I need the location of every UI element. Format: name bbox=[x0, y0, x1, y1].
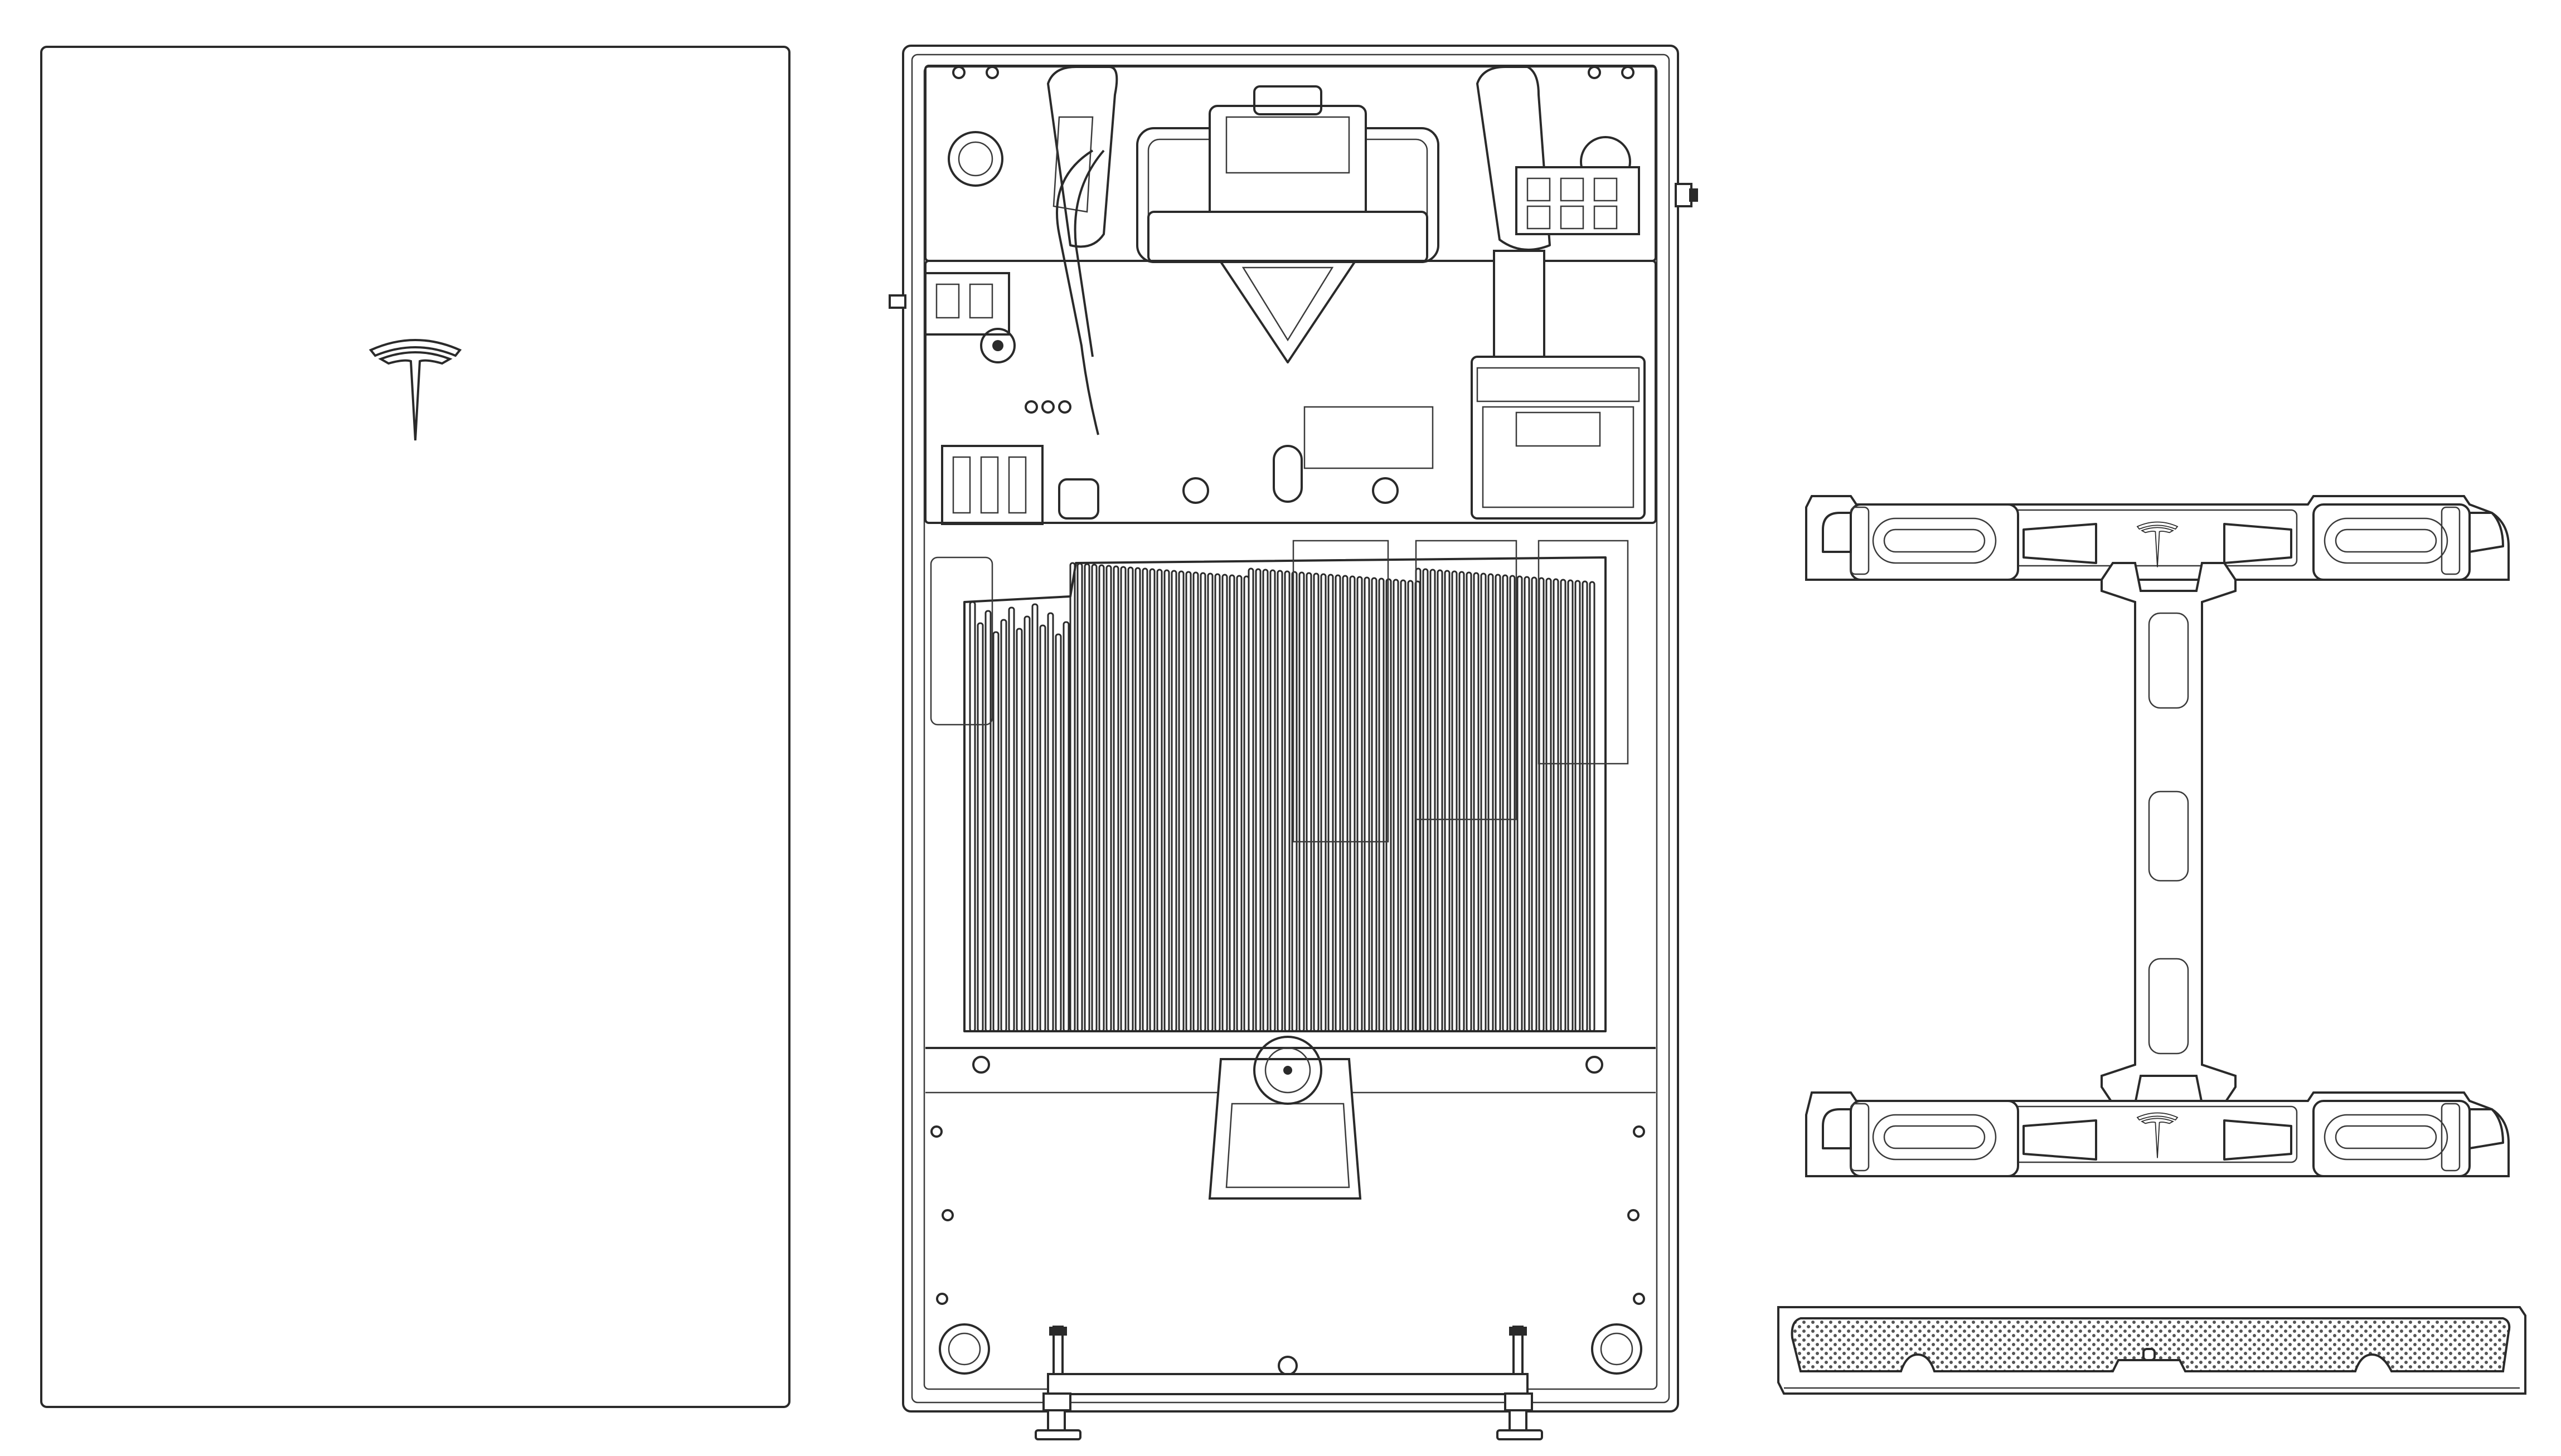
heat-sink-fin bbox=[1582, 580, 1588, 1032]
heat-sink-fin bbox=[1024, 615, 1031, 1032]
internal-assembly-view bbox=[889, 45, 1698, 1440]
heat-sink-fins bbox=[963, 556, 1607, 1032]
heat-sink-fin bbox=[1502, 574, 1509, 1032]
heat-sink-fin bbox=[1451, 570, 1458, 1032]
heat-sink-fin bbox=[1407, 580, 1414, 1032]
vent-mesh bbox=[1791, 1317, 2511, 1372]
heat-sink-fin bbox=[1000, 619, 1007, 1032]
heat-sink-fin bbox=[1163, 569, 1170, 1032]
heat-sink-fin bbox=[992, 631, 1000, 1032]
heat-sink-fin bbox=[1487, 573, 1494, 1032]
heat-sink-fin bbox=[1214, 573, 1221, 1032]
heat-sink-fin bbox=[1560, 579, 1566, 1032]
bottom-cable-gland-housing bbox=[1208, 1058, 1362, 1200]
heat-sink-fin bbox=[1200, 572, 1206, 1032]
bottom-cable-gland bbox=[1253, 1036, 1322, 1105]
heat-sink-fin bbox=[1495, 574, 1501, 1032]
heat-sink-outline bbox=[963, 556, 1607, 1032]
heat-sink-fin bbox=[1076, 562, 1083, 1032]
heat-sink-fin bbox=[1277, 570, 1283, 1032]
heat-sink-fin bbox=[1047, 612, 1054, 1032]
heat-sink-fin bbox=[969, 601, 976, 1032]
heat-sink-fin bbox=[1531, 576, 1537, 1032]
heat-sink-fin bbox=[1378, 577, 1385, 1032]
heat-sink-fin bbox=[1349, 575, 1356, 1032]
heat-sink-fin bbox=[1327, 574, 1334, 1032]
heat-sink-fin bbox=[1248, 567, 1254, 1032]
heat-sink-fin bbox=[1069, 562, 1076, 1032]
heat-sink-fin bbox=[1393, 579, 1399, 1032]
heat-sink-fin bbox=[1437, 569, 1443, 1032]
front-cover-panel bbox=[40, 46, 790, 1408]
heat-sink-fin bbox=[1221, 574, 1228, 1032]
heat-sink-fin bbox=[1008, 606, 1015, 1032]
heat-sink-fin bbox=[1084, 563, 1090, 1032]
heat-sink-fin bbox=[1098, 564, 1105, 1032]
heat-sink-fin bbox=[984, 610, 992, 1032]
heat-sink-fin bbox=[1458, 571, 1465, 1032]
heat-sink-fin bbox=[1120, 566, 1127, 1032]
heat-sink-fin bbox=[1466, 571, 1472, 1032]
heat-sink-fin bbox=[1516, 575, 1523, 1032]
heat-sink-fin bbox=[1207, 572, 1214, 1032]
heat-sink-fin bbox=[1538, 577, 1545, 1032]
front-cover-view bbox=[40, 46, 790, 1408]
heat-sink-fin bbox=[1063, 621, 1070, 1032]
heat-sink-fin bbox=[1039, 624, 1046, 1032]
heat-sink-fin bbox=[1553, 578, 1559, 1032]
heat-sink-fin bbox=[1236, 575, 1243, 1032]
heat-sink-fin bbox=[1589, 581, 1595, 1032]
mounting-bracket-view bbox=[1805, 495, 2510, 1177]
heat-sink-fin bbox=[1016, 628, 1023, 1032]
heat-sink-fin bbox=[1298, 571, 1305, 1032]
chassis-outer bbox=[902, 45, 1679, 1413]
heat-sink-fin bbox=[1313, 572, 1320, 1032]
heat-sink-fin bbox=[1480, 572, 1487, 1032]
heat-sink-fin bbox=[1142, 567, 1148, 1032]
heat-sink-fin bbox=[1429, 569, 1436, 1032]
heat-sink-fin bbox=[1400, 579, 1406, 1032]
heat-sink-fin bbox=[1113, 565, 1119, 1032]
heat-sink-fin bbox=[1567, 579, 1574, 1032]
heat-sink-fin bbox=[1262, 569, 1269, 1032]
heat-sink-fin bbox=[1444, 570, 1451, 1032]
heat-sink-fin bbox=[1127, 566, 1134, 1032]
heat-sink-fin bbox=[1156, 569, 1163, 1032]
heat-sink-fin bbox=[1178, 570, 1185, 1032]
heat-sink-fin bbox=[1545, 577, 1552, 1032]
heat-sink-fin bbox=[1284, 570, 1291, 1032]
heat-sink-fin bbox=[1473, 572, 1480, 1032]
heat-sink-fin bbox=[1342, 575, 1349, 1032]
heat-sink-fin bbox=[1031, 603, 1039, 1032]
heat-sink-fin bbox=[1574, 580, 1581, 1032]
heat-sink-fin bbox=[1335, 574, 1341, 1032]
heat-sink-fin bbox=[1364, 576, 1370, 1032]
control-board bbox=[1471, 356, 1646, 520]
heat-sink-fin bbox=[1105, 565, 1112, 1032]
terminal-block-left bbox=[924, 272, 1010, 336]
bottom-vent-grille-view bbox=[1777, 1306, 2526, 1395]
heat-sink-fin bbox=[1171, 570, 1177, 1032]
heat-sink-fin bbox=[1185, 571, 1192, 1032]
heat-sink-fin bbox=[1371, 577, 1377, 1032]
heat-sink-fin bbox=[1149, 568, 1156, 1032]
heat-sink-fin bbox=[1356, 576, 1363, 1032]
heat-sink-fin bbox=[1192, 571, 1199, 1032]
heat-sink-fin bbox=[1269, 569, 1276, 1032]
heat-sink-fin bbox=[1509, 575, 1516, 1032]
heat-sink-fin bbox=[1229, 574, 1235, 1032]
tesla-logo-icon bbox=[370, 339, 461, 441]
heat-sink-fin bbox=[1422, 568, 1429, 1032]
cable-gland-left bbox=[948, 131, 1003, 187]
heat-sink-fin bbox=[1134, 567, 1141, 1032]
heat-sink-fin bbox=[1524, 576, 1530, 1032]
heat-sink-fin bbox=[977, 622, 984, 1032]
heat-sink-fin bbox=[1091, 564, 1098, 1032]
heat-sink-fin bbox=[1255, 568, 1262, 1032]
heat-sink-fin bbox=[1055, 633, 1062, 1032]
heat-sink-fin bbox=[1320, 573, 1327, 1032]
heat-sink-fin bbox=[1306, 572, 1312, 1032]
